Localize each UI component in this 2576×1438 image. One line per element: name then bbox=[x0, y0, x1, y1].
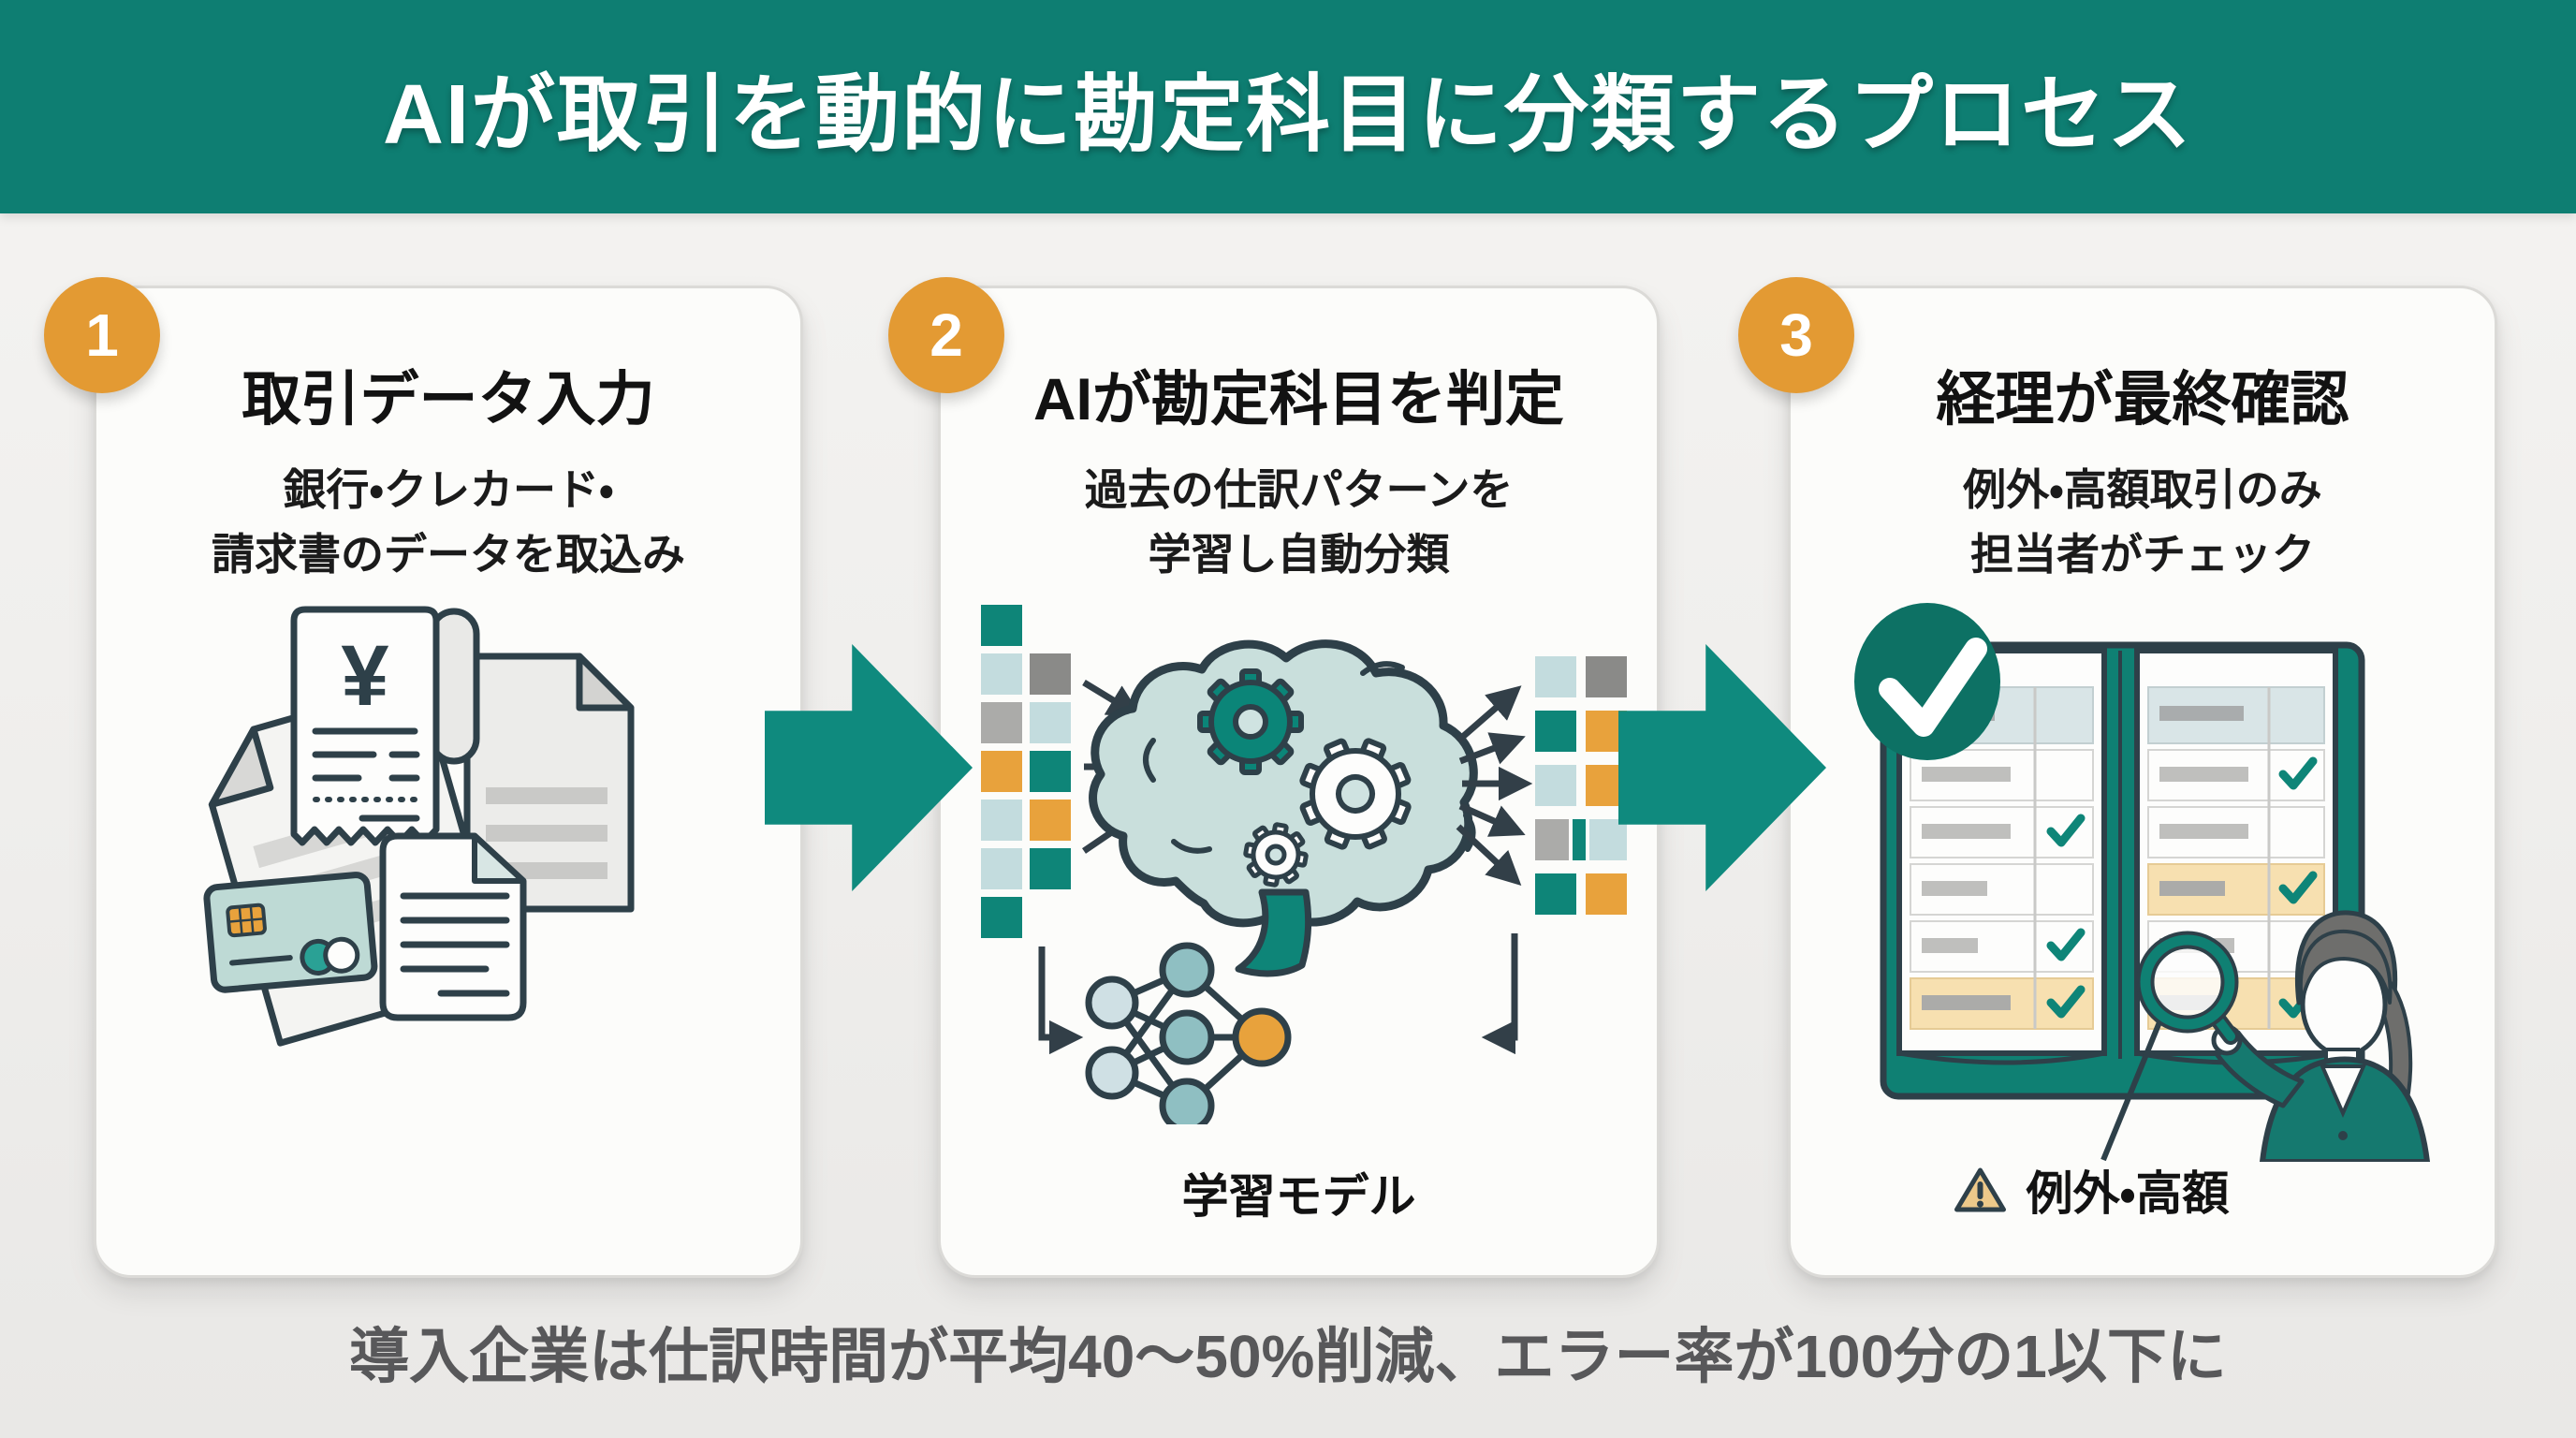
brain-icon bbox=[1088, 639, 1478, 977]
neural-network-icon bbox=[1085, 942, 1291, 1124]
receipt-icon: ¥ bbox=[290, 606, 440, 846]
gear-icon bbox=[1196, 668, 1304, 775]
ledger-rows-left bbox=[1910, 686, 2094, 1030]
output-arrows bbox=[1456, 685, 1532, 886]
warning-icon bbox=[1954, 1167, 2006, 1212]
gear-icon bbox=[1298, 738, 1412, 850]
step-title-3: 経理が最終確認 bbox=[1936, 367, 2349, 433]
page-title: AIが取引を動的に勘定科目に分類するプロセス bbox=[383, 68, 2193, 162]
feedback-arrows bbox=[1038, 933, 1517, 1055]
step-number-badge-3: 3 bbox=[1738, 277, 1854, 393]
step-subtitle-3: 例外・高額取引のみ 担当者がチェック bbox=[1791, 458, 2495, 587]
magnifier-icon bbox=[2100, 931, 2239, 1162]
gear-icon bbox=[1242, 822, 1309, 888]
final-review-illustration bbox=[1854, 603, 2430, 1162]
step-number: 2 bbox=[929, 301, 963, 369]
step-subtitle-1: 銀行・クレカード・ 請求書のデータを取込み bbox=[96, 458, 800, 587]
step-subtitle-line: 例外・高額取引のみ bbox=[1963, 465, 2322, 514]
step-number-badge-1: 1 bbox=[44, 277, 160, 393]
exception-caption: 例外・高額 bbox=[1954, 1156, 2230, 1224]
step-card-3: 3 経理が最終確認 例外・高額取引のみ 担当者がチェック bbox=[1738, 277, 2497, 1278]
step-subtitle-line: 過去の仕訳パターンを bbox=[1084, 465, 1514, 514]
ai-classification-illustration bbox=[980, 605, 1627, 1124]
model-label: 学習モデル bbox=[1181, 1170, 1416, 1223]
output-mosaic-icon bbox=[1534, 656, 1627, 915]
step-card-2: 2 AIが勘定科目を判定 過去の仕訳パターンを 学習し自動分類 bbox=[888, 277, 1660, 1278]
step-card-1: 1 取引データ入力 銀行・クレカード・ 請求書のデータを取込み bbox=[44, 277, 803, 1278]
yen-symbol: ¥ bbox=[341, 628, 388, 724]
step-subtitle-line: 請求書のデータを取込み bbox=[212, 530, 685, 579]
brain-stem bbox=[1235, 888, 1311, 977]
output-node bbox=[1232, 1007, 1291, 1067]
step-subtitle-line: 担当者がチェック bbox=[1970, 530, 2315, 579]
invoice-icon bbox=[379, 832, 527, 1021]
step-title-1: 取引データ入力 bbox=[242, 367, 655, 433]
step-subtitle-2: 過去の仕訳パターンを 学習し自動分類 bbox=[941, 458, 1657, 587]
exception-caption-text: 例外・高額 bbox=[2026, 1167, 2230, 1220]
footer-stat: 導入企業は仕訳時間が平均40〜50%削減、エラー率が100分の1以下に bbox=[349, 1323, 2227, 1390]
step-number: 3 bbox=[1779, 301, 1813, 369]
step-title-2: AIが勘定科目を判定 bbox=[1033, 367, 1564, 433]
input-mosaic-icon bbox=[980, 605, 1071, 938]
step-number-badge-2: 2 bbox=[888, 277, 1004, 393]
person-icon bbox=[2211, 910, 2430, 1162]
transaction-data-illustration: ¥ bbox=[203, 606, 635, 1047]
step-number: 1 bbox=[85, 301, 119, 369]
credit-card-icon bbox=[203, 872, 378, 993]
header-band: AIが取引を動的に勘定科目に分類するプロセス bbox=[0, 0, 2576, 213]
step-subtitle-line: 学習し自動分類 bbox=[1148, 530, 1450, 579]
step-subtitle-line: 銀行・クレカード・ bbox=[283, 465, 614, 514]
check-circle-icon bbox=[1854, 603, 2000, 760]
